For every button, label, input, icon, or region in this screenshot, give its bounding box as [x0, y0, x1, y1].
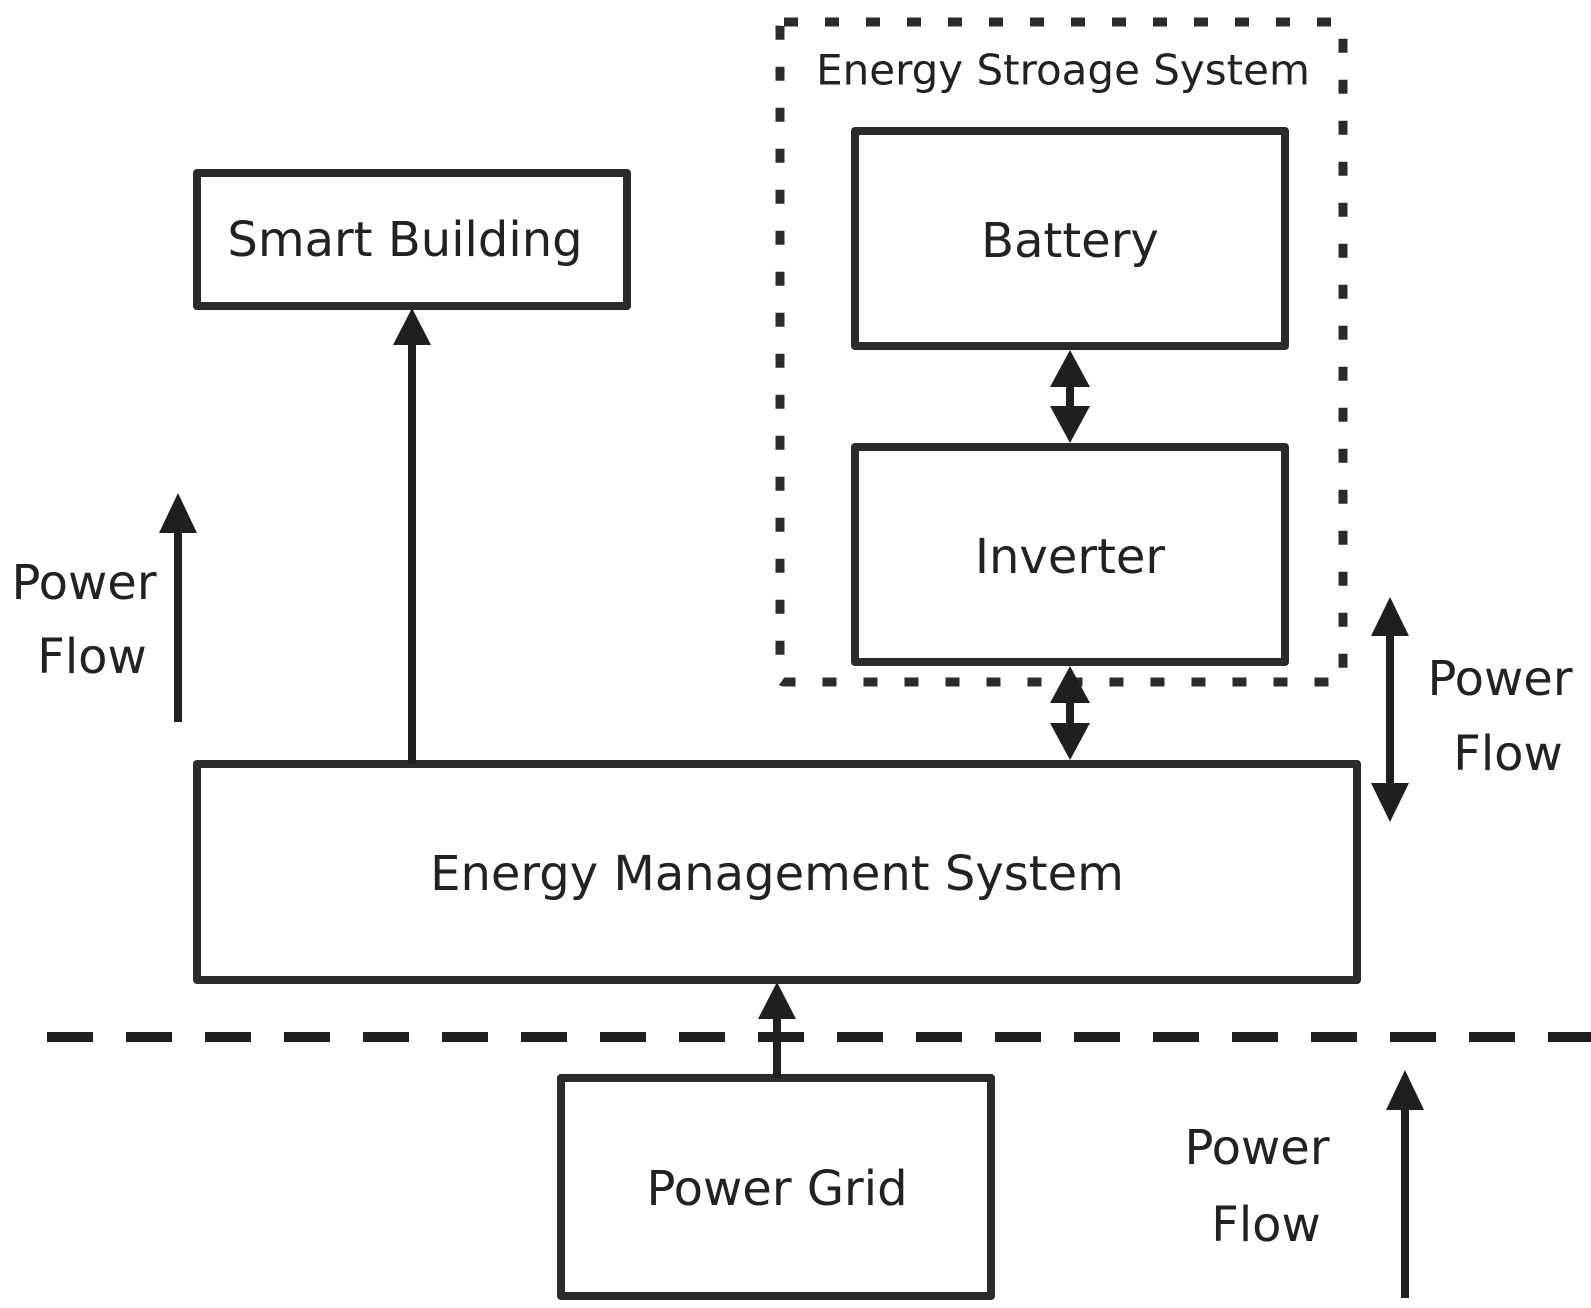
- inverter-ems-arrow: [1050, 666, 1090, 760]
- battery-label: Battery: [981, 213, 1159, 269]
- left-power-flow-label-line2: Flow: [37, 629, 147, 685]
- battery-inverter-arrow: [1050, 350, 1090, 443]
- ems-box: [193, 760, 1361, 984]
- smart-building-box: [193, 169, 631, 310]
- right-power-flow-label-line1: Power: [1427, 651, 1572, 707]
- inverter-label: Inverter: [975, 529, 1166, 585]
- ems-label: Energy Management System: [430, 846, 1124, 902]
- bottom-power-flow-label-line1: Power: [1184, 1120, 1329, 1176]
- bottom-power-flow-arrow: [1386, 1070, 1424, 1298]
- left-power-flow-label-line1: Power: [11, 555, 156, 611]
- right-power-flow-arrow: [1371, 597, 1409, 822]
- right-power-flow-label-line2: Flow: [1453, 726, 1563, 782]
- battery-box: [851, 127, 1289, 350]
- grid-to-ems-arrow: [758, 982, 796, 1078]
- power-grid-label: Power Grid: [646, 1161, 907, 1217]
- bottom-power-flow-label-line2: Flow: [1211, 1197, 1321, 1253]
- power-grid-box: [557, 1074, 995, 1300]
- inverter-box: [851, 443, 1289, 666]
- left-power-flow-arrow: [159, 493, 197, 722]
- ems-to-building-arrow: [393, 308, 431, 764]
- ess-group-title: Energy Stroage System: [816, 46, 1310, 95]
- smart-building-label: Smart Building: [227, 212, 582, 268]
